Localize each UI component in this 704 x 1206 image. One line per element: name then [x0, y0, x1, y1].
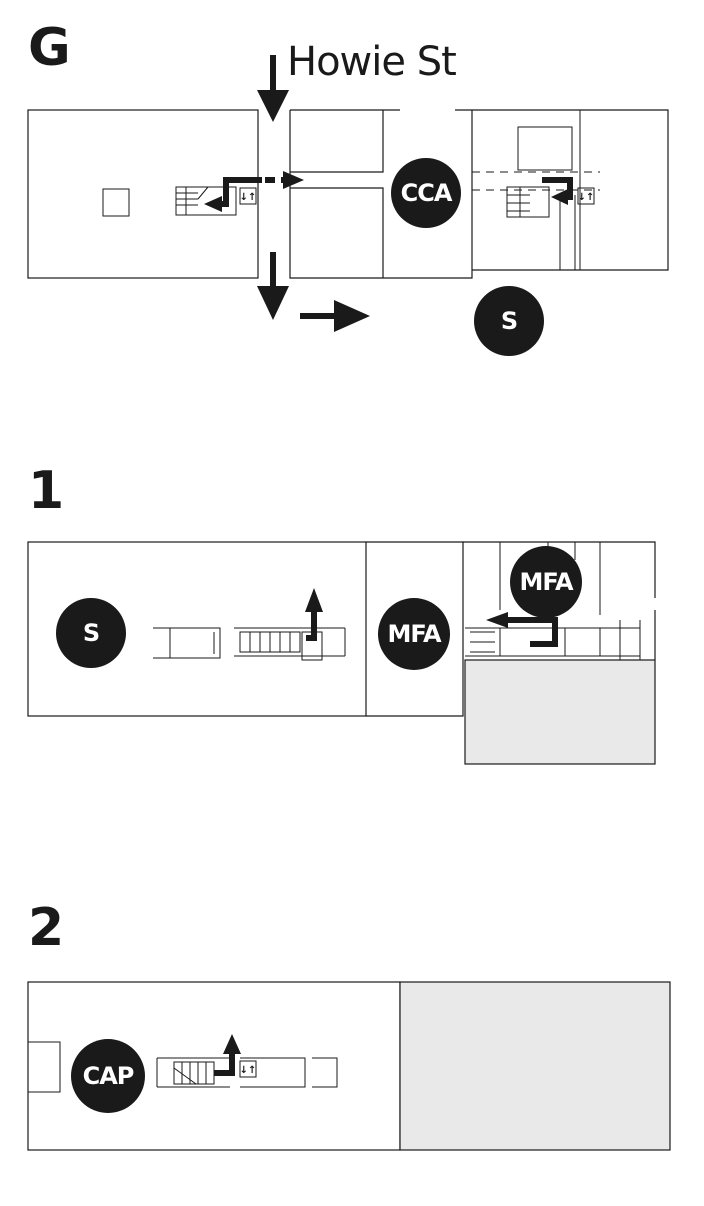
corridor — [153, 627, 221, 659]
stairs-icon — [239, 631, 301, 653]
badge-mfa: MFA — [510, 546, 582, 618]
badge-cap: CAP — [71, 1039, 145, 1113]
column — [102, 188, 130, 217]
corridor — [156, 1057, 230, 1088]
building-block-center — [289, 110, 473, 279]
direction-arrow-icon — [300, 300, 370, 332]
building-block-east — [472, 109, 669, 271]
floor-2-plan — [27, 981, 671, 1151]
floor-1-plan — [27, 541, 656, 765]
direction-arrow-icon — [204, 177, 262, 212]
stairs-icon — [173, 1061, 215, 1085]
building-block-west — [27, 109, 259, 279]
stairs-icon — [506, 186, 550, 218]
corridor — [240, 1057, 338, 1088]
direction-arrow-icon — [542, 177, 573, 205]
floor-label-2: 2 — [28, 898, 65, 958]
elevator-icon — [239, 1060, 257, 1078]
direction-arrow-icon — [257, 55, 289, 122]
direction-arrow-icon — [214, 1034, 241, 1076]
building-block-east — [463, 541, 656, 660]
floor-label-g: G — [28, 18, 71, 78]
floor-label-1: 1 — [28, 461, 65, 521]
elevator-icon — [239, 187, 257, 205]
building-block-center — [366, 541, 464, 717]
badge-cca: CCA — [391, 158, 461, 228]
column — [27, 1041, 61, 1093]
building-block-west — [27, 541, 367, 717]
direction-arrow-icon — [486, 612, 558, 647]
shaded-area — [464, 659, 656, 765]
direction-arrow-icon — [257, 252, 289, 320]
street-label: Howie St — [287, 39, 457, 85]
direction-arrow-icon — [265, 171, 304, 189]
shaded-area — [399, 981, 671, 1151]
badge-s: S — [56, 598, 126, 668]
corridor — [234, 627, 346, 657]
stairs-icon — [175, 186, 237, 216]
direction-arrow-icon — [305, 588, 323, 641]
floor-g-plan — [27, 55, 669, 332]
badge-s: S — [474, 286, 544, 356]
badge-mfa: MFA — [378, 598, 450, 670]
